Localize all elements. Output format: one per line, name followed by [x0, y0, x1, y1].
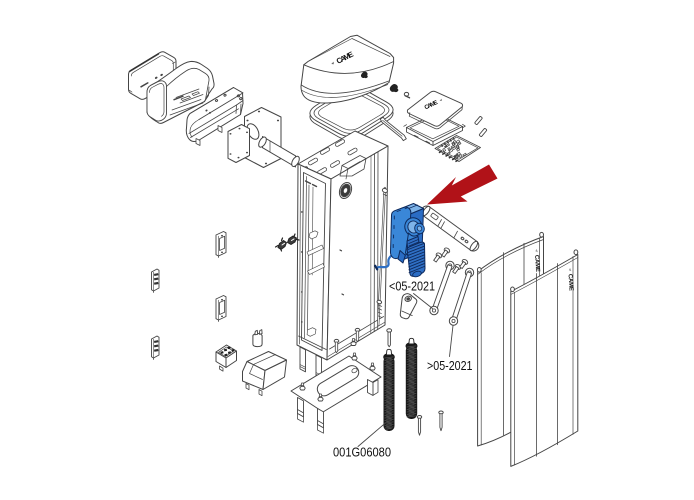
svg-text:CAME: CAME	[533, 255, 540, 272]
svg-text:<05-2021: <05-2021	[389, 279, 435, 294]
svg-text:>05-2021: >05-2021	[427, 358, 473, 373]
svg-text:CAME: CAME	[567, 274, 574, 291]
svg-text:CAME: CAME	[424, 100, 439, 111]
svg-text:001G06080: 001G06080	[333, 445, 391, 460]
